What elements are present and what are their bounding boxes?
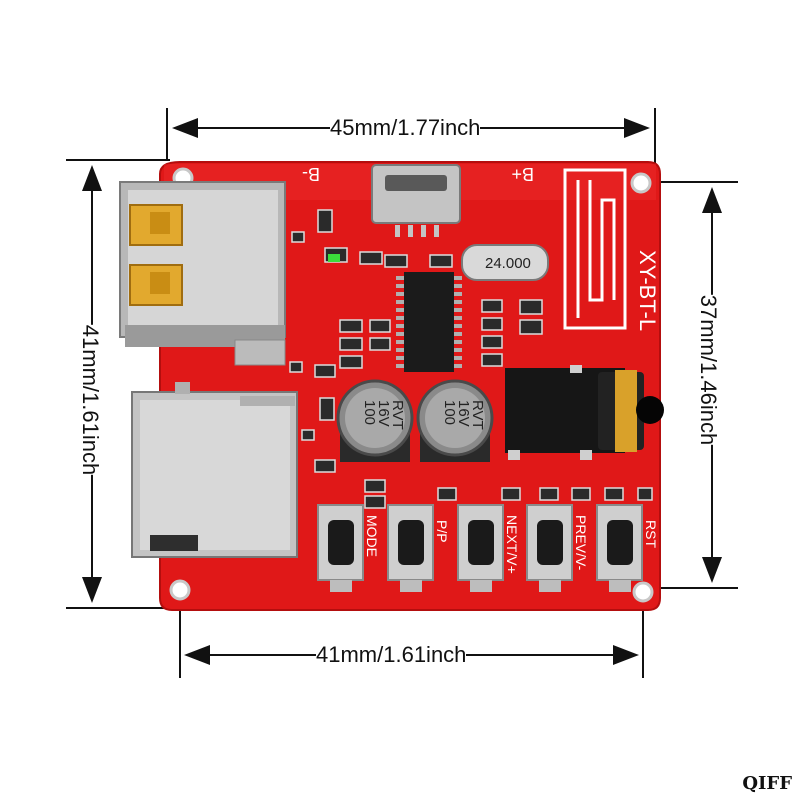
label-play-pause: P/P <box>434 520 450 543</box>
cap2-line1: 100 <box>441 400 458 425</box>
dimension-top-label: 45mm/1.77inch <box>330 115 481 140</box>
ic-pin <box>396 292 404 296</box>
sd-card-slot <box>131 382 298 558</box>
cap1-line3: RVT <box>389 400 406 430</box>
ic-pin <box>454 356 462 360</box>
ic-pin <box>454 332 462 336</box>
capacitor-2: 100 16V RVT <box>416 379 494 462</box>
label-model: XY-BT-L <box>635 250 660 331</box>
micro-usb-port <box>371 164 461 237</box>
capacitor-1: 100 16V RVT <box>336 379 414 462</box>
crystal-oscillator: 24.000 <box>461 244 549 281</box>
crystal-label: 24.000 <box>485 255 531 272</box>
audio-jack <box>505 365 664 460</box>
button-reset <box>596 504 643 592</box>
ic-pin <box>454 348 462 352</box>
label-reset: RST <box>643 520 659 548</box>
label-mode: MODE <box>364 515 380 557</box>
label-prev: PREV/V- <box>573 515 589 571</box>
cap1-line2: 16V <box>375 400 392 427</box>
ic-pin <box>396 324 404 328</box>
dimension-bottom-label: 41mm/1.61inch <box>316 642 467 667</box>
ic-pin <box>396 316 404 320</box>
label-power-minus: B- <box>302 164 320 184</box>
ic-pin <box>454 364 462 368</box>
ic-pin <box>454 292 462 296</box>
tactile-buttons <box>317 504 643 592</box>
ic-pin <box>454 300 462 304</box>
cap2-line2: 16V <box>455 400 472 427</box>
ic-pin <box>454 316 462 320</box>
button-play-pause <box>387 504 434 592</box>
status-led <box>328 254 340 262</box>
ic-pins <box>396 276 462 368</box>
ic-pin <box>454 324 462 328</box>
ic-pin <box>396 364 404 368</box>
ic-pin <box>454 284 462 288</box>
ic-pin <box>454 276 462 280</box>
ic-pin <box>396 284 404 288</box>
ic-pin <box>396 340 404 344</box>
ic-pin <box>396 356 404 360</box>
dimension-right-label: 37mm/1.46inch <box>696 294 721 446</box>
button-next <box>457 504 504 592</box>
button-labels: MODE P/P NEXT/V+ PREV/V- RST <box>364 515 659 574</box>
main-ic <box>396 272 462 372</box>
cap2-line3: RVT <box>469 400 486 430</box>
ic-pin <box>454 308 462 312</box>
button-prev <box>526 504 573 592</box>
ic-pin <box>396 332 404 336</box>
smd-components <box>289 209 653 509</box>
mounting-holes <box>169 167 654 603</box>
label-power-plus: B+ <box>511 164 534 184</box>
ic-pin <box>396 308 404 312</box>
ic-pin <box>396 276 404 280</box>
dimension-left-label: 41mm/1.61inch <box>78 324 103 476</box>
usb-port <box>119 181 286 366</box>
button-mode <box>317 504 364 592</box>
ic-pin <box>396 348 404 352</box>
dimension-arrowheads <box>82 118 722 665</box>
ic-pin <box>454 340 462 344</box>
ic-pin <box>396 300 404 304</box>
bluetooth-antenna <box>563 168 627 330</box>
watermark: QIFF <box>742 773 792 794</box>
cap1-line1: 100 <box>361 400 378 425</box>
label-next: NEXT/V+ <box>504 515 520 574</box>
